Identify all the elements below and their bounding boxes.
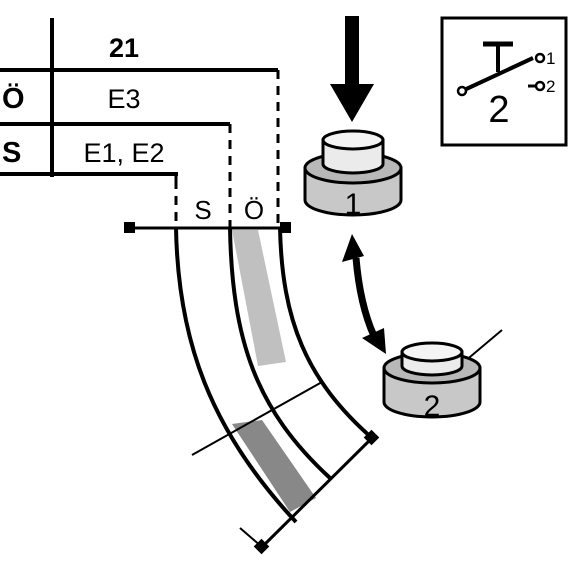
contact-2-label: 2: [546, 77, 555, 96]
contact-table: [0, 18, 280, 228]
switch-lever: [461, 56, 534, 93]
travel-arrow: [342, 234, 386, 354]
row-s-value: E1, E2: [83, 138, 164, 168]
row-oe-label: Ö: [2, 82, 25, 115]
travel-arrow-head-bottom: [362, 328, 386, 354]
switch-number: 2: [488, 89, 509, 131]
column-label-oe: Ö: [244, 195, 264, 225]
switching-point-line: [191, 381, 323, 456]
row-oe-value: E3: [107, 84, 140, 114]
button-2-pointer-line: [463, 329, 503, 363]
button-2-label: 2: [424, 390, 441, 423]
travel-arrow-head-top: [342, 234, 364, 262]
button-1-label: 1: [345, 188, 362, 221]
press-arrow: [330, 16, 374, 122]
common-terminal: [456, 85, 468, 97]
contact-1-label: 1: [546, 49, 555, 68]
table-header: 21: [109, 33, 139, 63]
s-arc: [228, 227, 332, 480]
travel-diagram: [124, 222, 380, 555]
button-1-cap-top: [321, 129, 385, 151]
contact-1-terminal: [534, 52, 546, 64]
press-arrow-head: [330, 84, 374, 122]
press-arrow-shaft: [345, 16, 359, 88]
switch-symbol: [456, 41, 546, 97]
bottom-baseline: [260, 436, 374, 549]
button-2: [382, 341, 482, 419]
dark-travel-bar: [232, 420, 316, 512]
row-s-label: S: [2, 137, 21, 169]
column-label-s: S: [194, 195, 211, 225]
switch-symbol-box: [440, 16, 568, 147]
outer-arc: [174, 227, 298, 524]
button-2-cap-top: [400, 341, 464, 363]
oe-arc: [278, 227, 374, 440]
travel-arrow-shaft: [352, 257, 378, 338]
light-travel-bar: [232, 230, 286, 366]
top-right-end-marker: [280, 222, 291, 233]
contact-2-terminal: [534, 80, 546, 92]
button-1: [303, 129, 403, 217]
top-left-end-marker: [124, 222, 135, 233]
